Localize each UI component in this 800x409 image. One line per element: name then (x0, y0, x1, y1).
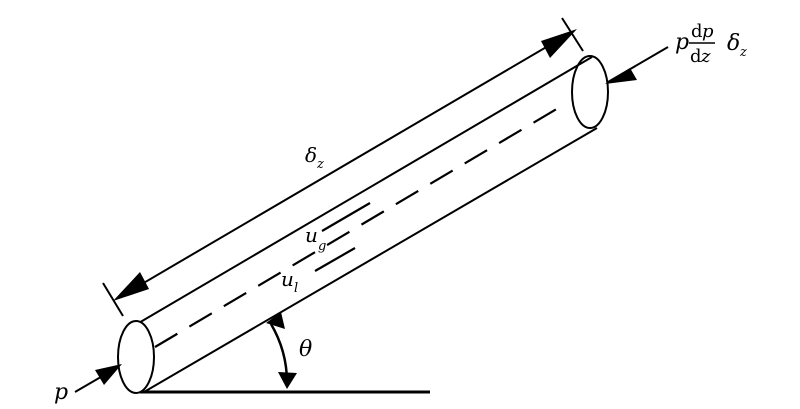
gas-velocity-label: u g (305, 223, 326, 254)
svg-text:δ: δ (305, 143, 317, 167)
pipe-left-end (117, 320, 155, 394)
pipe-right-end (571, 55, 609, 129)
svg-text:δ: δ (727, 31, 740, 56)
length-tick-left (102, 282, 124, 317)
length-arrowhead-right (541, 29, 577, 58)
svg-text:u: u (281, 267, 294, 291)
angle-label: θ (299, 337, 312, 362)
svg-text:l: l (294, 281, 298, 296)
svg-text:z: z (316, 157, 324, 172)
length-label: δ z (305, 143, 324, 172)
svg-text:z: z (739, 45, 747, 60)
pipe-top-edge (136, 56, 593, 325)
length-dimension-arrow (117, 31, 573, 299)
svg-text:g: g (318, 239, 326, 254)
svg-text:u: u (305, 223, 318, 247)
angle-arrowhead-bottom (278, 372, 297, 389)
svg-text:p: p (675, 30, 689, 55)
pipe-centerline (154, 103, 566, 348)
length-arrowhead-left (113, 272, 149, 301)
angle-arrowhead-top (266, 312, 285, 329)
svg-text:p: p (702, 21, 714, 42)
gas-velocity-line (321, 202, 371, 232)
liquid-velocity-line (314, 247, 356, 272)
liquid-velocity-label: u l (281, 267, 298, 296)
svg-text:d: d (691, 21, 703, 42)
outlet-pressure-label: p d p d z δ z (675, 21, 747, 67)
outlet-pressure-arrowhead (605, 68, 637, 84)
svg-text:d: d (690, 46, 702, 67)
length-tick-right (561, 17, 584, 52)
inlet-pressure-label: p (54, 380, 68, 405)
pipe-bottom-edge (143, 127, 598, 393)
svg-text:z: z (700, 46, 711, 67)
inlet-pressure-arrowhead (95, 364, 122, 385)
